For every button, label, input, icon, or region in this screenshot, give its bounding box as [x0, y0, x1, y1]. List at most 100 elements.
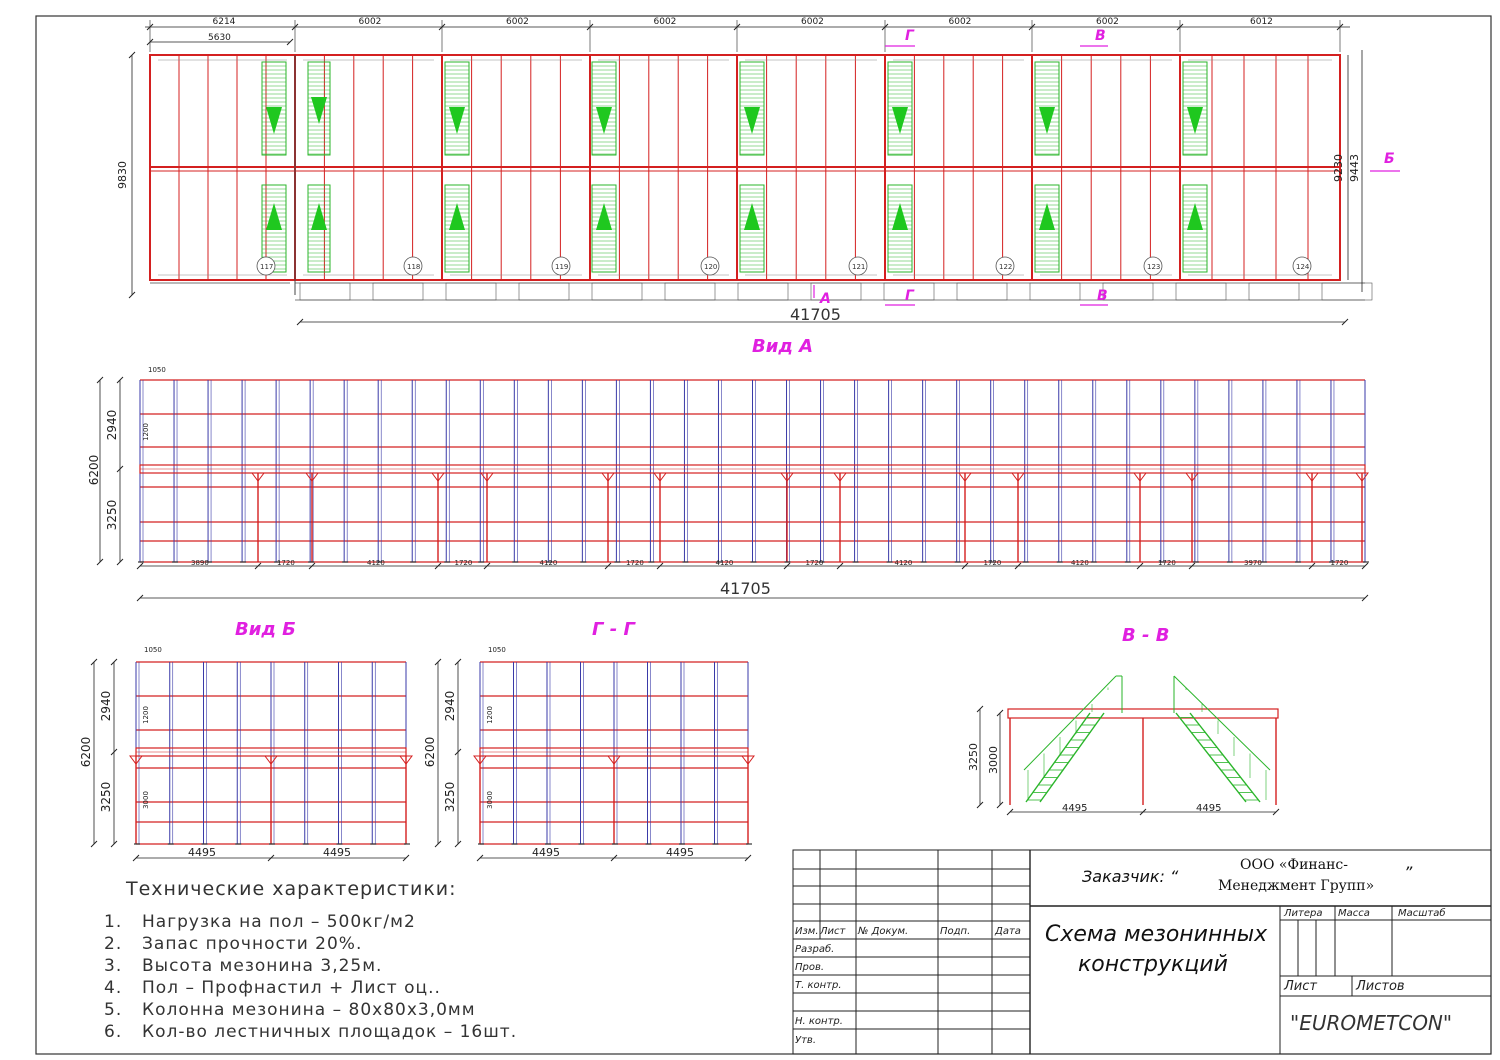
dim-tick [308, 562, 316, 570]
section-mark-v: В [1095, 28, 1106, 44]
section-mark-v: В [1097, 288, 1108, 304]
dim-tick [438, 23, 446, 31]
col-header-doc: № Докум. [857, 926, 908, 937]
view-a-dim: 6200 [87, 455, 101, 486]
span-dimension: 6214 [213, 17, 236, 27]
footing-block [737, 282, 789, 301]
sheet-border [35, 15, 1492, 1055]
customer-name-line2: Менеджмент Групп» [1218, 878, 1374, 894]
sheet-label: Лист [1283, 979, 1317, 994]
dim-tick [434, 840, 442, 848]
span-dimension: 6002 [654, 17, 677, 27]
spec-text: Запас прочности 20%. [142, 934, 363, 954]
dim-tick [128, 291, 136, 299]
room-number-circle [1143, 256, 1163, 276]
column-bracket [741, 755, 755, 765]
specs-title: Технические характеристики: [126, 878, 457, 900]
view-a-bottom-dim: 1720 [455, 559, 473, 567]
dim-tick [733, 23, 741, 31]
sheets-label: Листов [1355, 979, 1405, 994]
stair-flight [261, 184, 287, 273]
dim-tick [132, 854, 140, 862]
dim-tick [296, 318, 304, 326]
dim-tick [454, 840, 462, 848]
title-block [792, 849, 1492, 1055]
footing-block [372, 282, 424, 301]
col-header-date: Дата [994, 926, 1021, 937]
span-dimension: 6002 [506, 17, 529, 27]
spec-num: 3. [104, 956, 123, 976]
small-view-dim: 6200 [423, 737, 437, 768]
title-block-text: Изм. Лист № Докум. Подп. Дата Разраб. Пр… [795, 907, 1446, 1046]
spec-item: 5. Колонна мезонина – 80х80х3,0мм [104, 1000, 754, 1022]
span-dimension: 6002 [359, 17, 382, 27]
stair-stringer [1189, 712, 1261, 803]
dim-tick [146, 23, 154, 31]
stair-stringer [1175, 712, 1247, 803]
column-bracket [607, 755, 621, 765]
spec-item: 4. Пол – Профнастил + Лист оц.. [104, 978, 754, 1000]
drawing-title-line2: конструкций [1078, 952, 1228, 977]
section-v-bottom-dim: 4495 [1196, 803, 1221, 814]
stair-flight [591, 61, 617, 156]
dim-tick [1361, 562, 1369, 570]
view-a-dim: 1050 [148, 366, 166, 374]
dim-tick [586, 23, 594, 31]
row-label-nkontr: Н. контр. [795, 1016, 843, 1027]
small-view-dim: 3000 [142, 791, 150, 809]
spec-item: 6. Кол-во лестничных площадок – 16шт. [104, 1022, 754, 1044]
view-a-bottom-dim: 4120 [1071, 559, 1089, 567]
spec-num: 6. [104, 1022, 123, 1042]
view-b-title: Вид Б [235, 619, 296, 640]
room-number-circle [700, 256, 720, 276]
dim-tick [976, 801, 984, 809]
room-number-circle [995, 256, 1015, 276]
dim-tick [1139, 808, 1147, 816]
stair-direction-arrow [266, 203, 282, 230]
spec-num: 5. [104, 1000, 123, 1020]
footing-block [883, 282, 935, 301]
footing-block [1175, 282, 1227, 301]
dim-tick [434, 562, 442, 570]
spec-text: Колонна мезонина – 80х80х3,0мм [142, 1000, 476, 1020]
section-mark-g: Г [905, 28, 915, 44]
column-bracket [480, 472, 494, 482]
small-view-dim: 2940 [99, 691, 113, 722]
spec-item: 2.Запас прочности 20%. [104, 934, 754, 956]
col-header-izm: Изм. [795, 926, 819, 937]
dim-tick [881, 23, 889, 31]
footing-block [664, 282, 716, 301]
company-name: "EUROMETCON" [1290, 1011, 1452, 1035]
dim-tick [976, 705, 984, 713]
right-height-dimension: 9443 [1348, 154, 1361, 182]
footing-block [1029, 282, 1081, 301]
small-view-bottom-dim: 4495 [323, 846, 351, 859]
stair-handrail [1023, 675, 1117, 771]
column-bracket [251, 472, 265, 482]
spec-text: Кол-во лестничных площадок – 16шт. [142, 1022, 518, 1042]
stair-direction-arrow [892, 107, 908, 134]
view-a-bottom-dim: 1720 [626, 559, 644, 567]
room-number-circle [848, 256, 868, 276]
view-a-bottom-dim: 3970 [1244, 559, 1262, 567]
view-a-dim: 2940 [105, 410, 119, 441]
stair-flight [444, 184, 470, 273]
room-number: 123 [1147, 263, 1160, 271]
dim-tick [1308, 562, 1316, 570]
drawing-title-line1: Схема мезонинных [1045, 922, 1268, 947]
column-bracket [833, 472, 847, 482]
col-header-sign: Подп. [940, 926, 970, 937]
view-a-bottom-dim: 1720 [1158, 559, 1176, 567]
stair-direction-arrow [311, 97, 327, 124]
row-label-razrab: Разраб. [795, 943, 834, 955]
room-number: 117 [260, 263, 273, 271]
footing-block [445, 282, 497, 301]
spec-num: 4. [104, 978, 123, 998]
stair-direction-arrow [596, 107, 612, 134]
dim-tick [783, 562, 791, 570]
spec-text: Пол – Профнастил + Лист оц.. [142, 978, 441, 998]
dim-tick [483, 562, 491, 570]
